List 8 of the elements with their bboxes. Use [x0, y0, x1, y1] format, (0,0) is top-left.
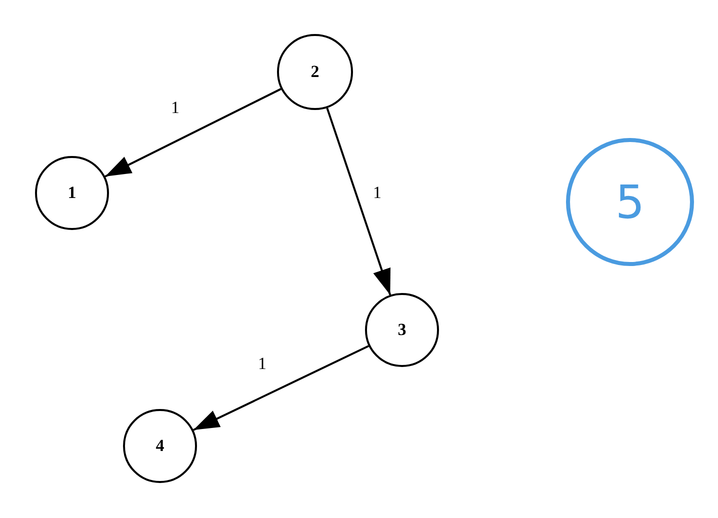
node-label: 5 [615, 175, 645, 229]
node-label: 2 [310, 62, 320, 82]
node-label: 3 [398, 320, 406, 340]
node-label: 4 [156, 436, 164, 456]
arrow [326, 108, 392, 296]
arrow [192, 345, 370, 431]
arrow [104, 88, 282, 178]
node-label: 1 [68, 183, 76, 203]
